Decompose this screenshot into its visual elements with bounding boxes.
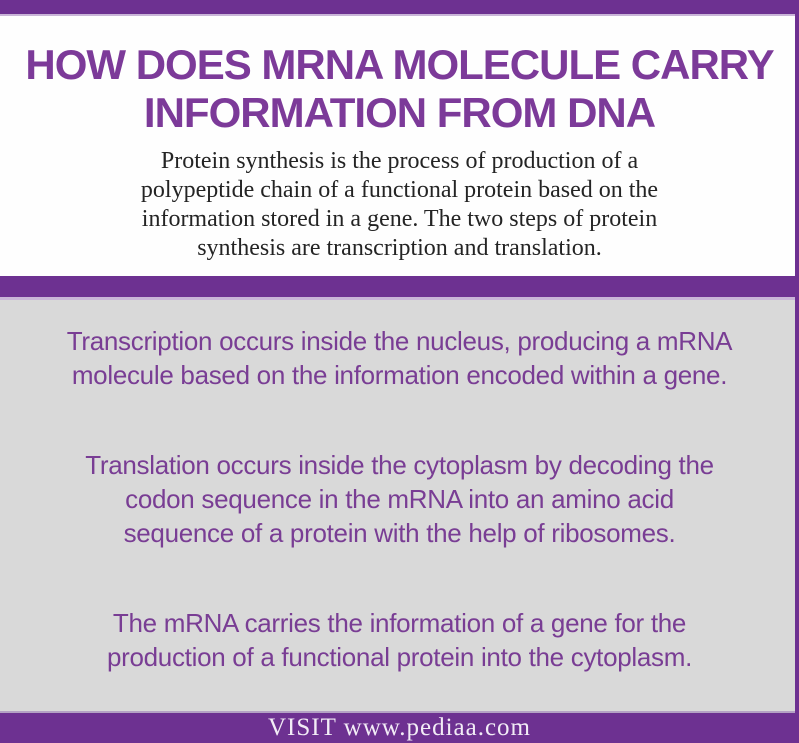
footer-bar: VISIT www.pediaa.com [0,713,799,743]
mrna-summary-line-1: The mRNA carries the information of a ge… [112,608,687,638]
transcription-line-1: Transcription occurs inside the nucleus,… [66,326,733,356]
mrna-summary-paragraph: The mRNA carries the information of a ge… [0,606,799,674]
intro-line-2: polypeptide chain of a functional protei… [140,177,659,203]
translation-line-1: Translation occurs inside the cytoplasm … [85,450,714,480]
page-title: HOW DOES MRNA MOLECULE CARRY INFORMATION… [0,16,799,137]
intro-line-3: information stored in a gene. The two st… [141,206,658,232]
right-accent-strip [795,0,799,743]
body-section: Transcription occurs inside the nucleus,… [0,300,799,713]
top-accent-bar [0,0,799,16]
translation-paragraph: Translation occurs inside the cytoplasm … [0,448,799,550]
intro-paragraph: Protein synthesis is the process of prod… [0,147,799,263]
transcription-line-2: molecule based on the information encode… [71,360,728,390]
translation-line-2: codon sequence in the mRNA into an amino… [125,484,674,514]
transcription-paragraph: Transcription occurs inside the nucleus,… [0,324,799,392]
mrna-summary-line-2: production of a functional protein into … [106,642,693,672]
page-title-line-2: INFORMATION FROM DNA [143,89,656,136]
section-divider-bar [0,276,799,300]
page-title-line-1: HOW DOES MRNA MOLECULE CARRY [25,41,774,88]
translation-line-3: sequence of a protein with the help of r… [123,518,676,548]
intro-line-1: Protein synthesis is the process of prod… [160,148,639,174]
header-section: HOW DOES MRNA MOLECULE CARRY INFORMATION… [0,16,799,276]
footer-visit-link[interactable]: VISIT www.pediaa.com [268,714,531,741]
intro-line-4: synthesis are transcription and translat… [197,235,602,261]
